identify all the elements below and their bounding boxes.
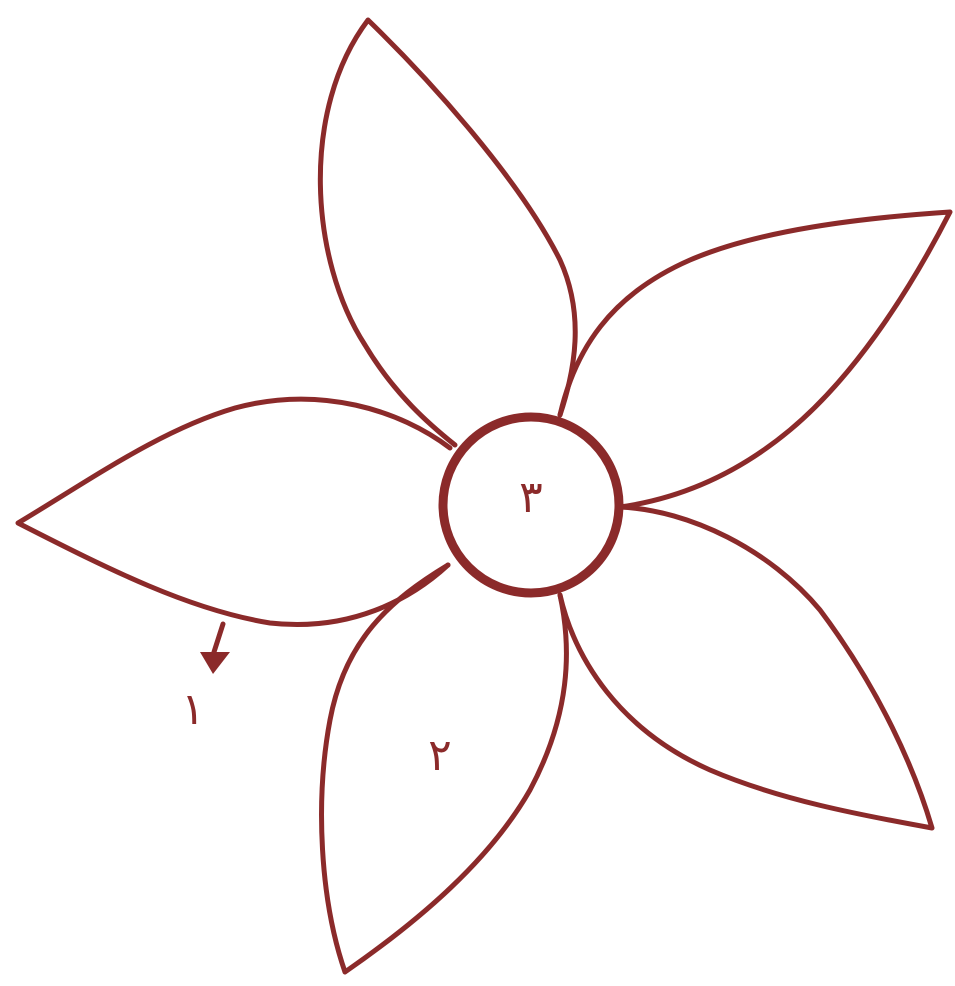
arrow-icon xyxy=(200,624,230,674)
label-edge-marker: ١ xyxy=(181,684,205,735)
petal-left xyxy=(18,399,450,624)
label-center-marker: ٣ xyxy=(519,472,543,523)
petal-top xyxy=(320,20,575,445)
petal-lower-right xyxy=(560,507,932,828)
arrow-head xyxy=(200,652,230,674)
petal-upper-right xyxy=(560,212,950,507)
label-petal-marker: ٢ xyxy=(428,730,452,781)
